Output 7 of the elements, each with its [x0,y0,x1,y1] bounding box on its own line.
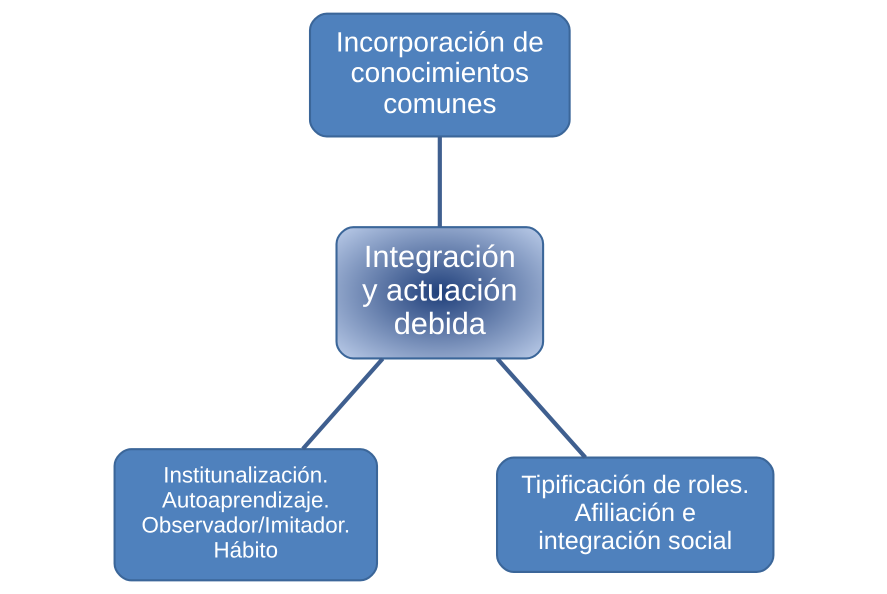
connector [300,357,384,450]
node-box: Institunalización. Autoaprendizaje. Observador/Imitador. Hábito [113,448,378,582]
connector [495,357,586,459]
connector [437,136,442,227]
node-box: Incorporación de conocimientos comunes [308,12,570,138]
node-box: Integración y actuación debida [334,226,544,360]
node-box: Tipificación de roles. Afiliación e integración social [496,456,774,574]
